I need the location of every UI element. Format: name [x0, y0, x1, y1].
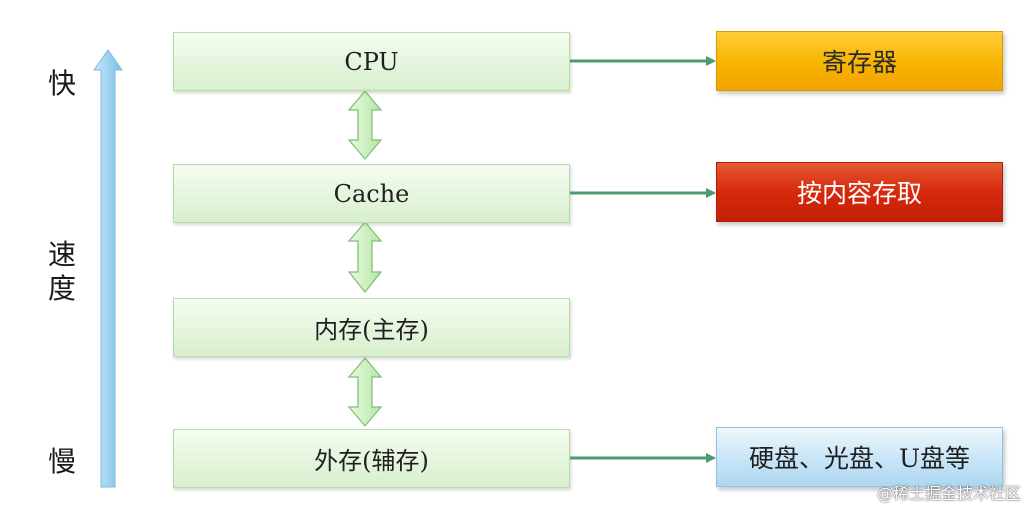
target-label-content-access: 按内容存取: [796, 179, 922, 208]
level-label-cache: Cache: [333, 179, 410, 208]
double-arrow-cpu-cache: [347, 90, 383, 160]
level-box-external-storage: 外存(辅存): [173, 429, 570, 488]
speed-fast-label: 快: [47, 67, 76, 100]
watermark: @稀土掘金技术社区: [876, 484, 1021, 503]
target-label-storage-devices: 硬盘、光盘、U盘等: [748, 444, 971, 473]
speed-slow-label: 慢: [47, 445, 76, 478]
level-box-cache: Cache: [173, 164, 570, 223]
target-box-content-access: 按内容存取: [716, 162, 1003, 222]
level-label-main-memory: 内存(主存): [314, 316, 429, 344]
level-box-main-memory: 内存(主存): [173, 298, 570, 357]
level-label-external-storage: 外存(辅存): [314, 447, 429, 475]
double-arrow-memory-storage: [347, 357, 383, 427]
speed-axis-arrow: [93, 49, 123, 488]
target-box-storage-devices: 硬盘、光盘、U盘等: [716, 427, 1003, 487]
speed-label-char-1: 速: [47, 238, 76, 271]
target-box-register: 寄存器: [716, 31, 1003, 91]
level-label-cpu: CPU: [344, 47, 399, 76]
double-arrow-cache-memory: [347, 221, 383, 293]
speed-label-char-2: 度: [47, 272, 76, 305]
target-label-register: 寄存器: [821, 48, 897, 77]
level-box-cpu: CPU: [173, 32, 570, 91]
speed-label: 速 度: [44, 238, 80, 306]
